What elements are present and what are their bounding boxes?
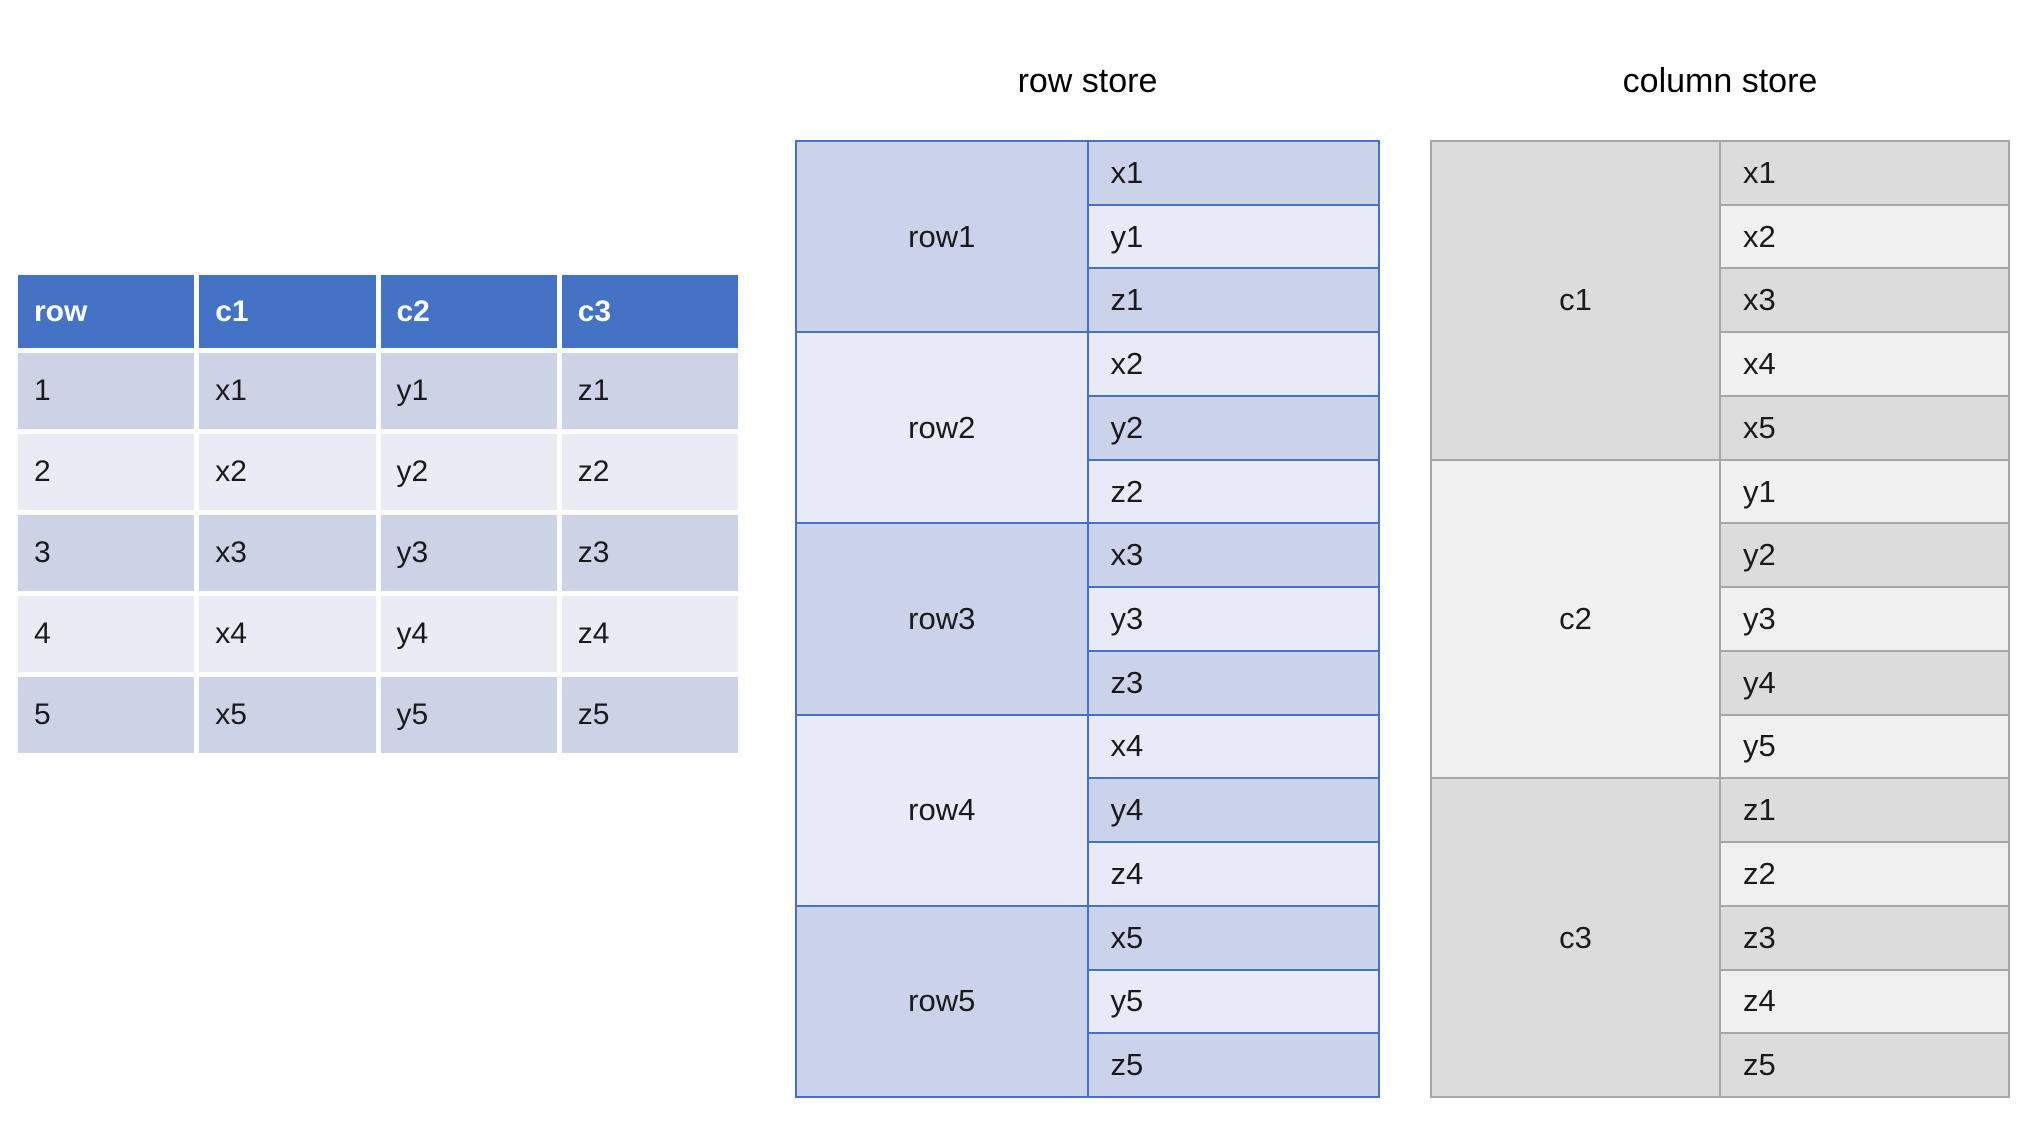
- value-cell: y5: [1721, 715, 2008, 778]
- row-store-title: row store: [1017, 62, 1158, 100]
- value-cell: z1: [1721, 779, 2008, 842]
- table-cell: 5: [18, 677, 195, 753]
- value-cell: y3: [1088, 588, 1378, 650]
- value-cell: y1: [1088, 205, 1378, 268]
- value-cell: y2: [1088, 396, 1378, 459]
- column-store-block: c2 y1 y2 y3 y4 y5: [1432, 460, 2008, 778]
- column-values: z1 z2 z3 z4 z5: [1721, 779, 2008, 1097]
- row-values: x1 y1 z1: [1088, 142, 1378, 332]
- value-cell: x5: [1088, 906, 1378, 969]
- table-cell: z5: [561, 677, 738, 753]
- column-values: y1 y2 y3 y4 y5: [1721, 460, 2008, 778]
- column-store-block: c3 z1 z2 z3 z4 z5: [1432, 779, 2008, 1097]
- value-cell: z2: [1088, 460, 1378, 523]
- column-store-block: c1 x1 x2 x3 x4 x5: [1432, 142, 2008, 459]
- value-cell: x4: [1088, 715, 1378, 778]
- table-cell: y5: [380, 677, 557, 753]
- column-values: x1 x2 x3 x4 x5: [1721, 142, 2008, 459]
- row-values: x3 y3 z3: [1088, 524, 1378, 714]
- row-label-cell: row4: [797, 715, 1087, 905]
- row-store-block: row5 x5 y5 z5: [797, 906, 1378, 1097]
- table-cell: x3: [199, 515, 376, 591]
- row-values: x2 y2 z2: [1088, 333, 1378, 523]
- column-label-cell: c2: [1432, 460, 1719, 778]
- value-cell: z4: [1088, 843, 1378, 905]
- value-cell: z3: [1088, 651, 1378, 714]
- table-cell: 2: [18, 434, 195, 510]
- value-cell: z5: [1088, 1034, 1378, 1097]
- row-label-cell: row5: [797, 906, 1087, 1097]
- row-label-cell: row3: [797, 524, 1087, 714]
- table-cell: y3: [380, 515, 557, 591]
- table-cell: z4: [561, 596, 738, 672]
- row-values: x5 y5 z5: [1088, 906, 1378, 1097]
- value-cell: z3: [1721, 906, 2008, 969]
- column-store-title: column store: [1622, 62, 1818, 100]
- table-cell: x1: [199, 353, 376, 429]
- value-cell: y5: [1088, 970, 1378, 1033]
- value-cell: z5: [1721, 1034, 2008, 1097]
- column-label-cell: c3: [1432, 779, 1719, 1097]
- table-cell: x4: [199, 596, 376, 672]
- table-cell: z1: [561, 353, 738, 429]
- value-cell: y2: [1721, 524, 2008, 587]
- row-values: x4 y4 z4: [1088, 715, 1378, 905]
- source-header-cell: c1: [199, 275, 376, 348]
- row-store-block: row1 x1 y1 z1: [797, 142, 1378, 332]
- value-cell: x3: [1721, 269, 2008, 332]
- table-cell: x5: [199, 677, 376, 753]
- value-cell: y4: [1088, 779, 1378, 842]
- row-store-block: row3 x3 y3 z3: [797, 524, 1378, 714]
- value-cell: z1: [1088, 269, 1378, 332]
- table-cell: y1: [380, 353, 557, 429]
- table-cell: y4: [380, 596, 557, 672]
- value-cell: y4: [1721, 651, 2008, 714]
- value-cell: z2: [1721, 843, 2008, 905]
- value-cell: y3: [1721, 588, 2008, 650]
- column-label-cell: c1: [1432, 142, 1719, 459]
- source-header-cell: row: [18, 275, 195, 348]
- value-cell: y1: [1721, 460, 2008, 523]
- value-cell: x2: [1088, 333, 1378, 395]
- row-label-cell: row2: [797, 333, 1087, 523]
- table-cell: z3: [561, 515, 738, 591]
- table-cell: 1: [18, 353, 195, 429]
- table-cell: z2: [561, 434, 738, 510]
- table-cell: x2: [199, 434, 376, 510]
- value-cell: z4: [1721, 970, 2008, 1033]
- value-cell: x1: [1721, 142, 2008, 204]
- table-cell: 4: [18, 596, 195, 672]
- source-header-cell: c2: [380, 275, 557, 348]
- source-header-cell: c3: [561, 275, 738, 348]
- table-cell: 3: [18, 515, 195, 591]
- source-table: row c1 c2 c3 1 x1 y1 z1 2 x2 y2 z2 3 x3 …: [18, 275, 738, 753]
- table-cell: y2: [380, 434, 557, 510]
- row-store-table: row1 x1 y1 z1 row2 x2 y2 z2 row3 x3 y3 z…: [795, 140, 1380, 1098]
- value-cell: x5: [1721, 396, 2008, 459]
- value-cell: x2: [1721, 205, 2008, 268]
- value-cell: x3: [1088, 524, 1378, 587]
- value-cell: x1: [1088, 142, 1378, 204]
- row-store-block: row2 x2 y2 z2: [797, 333, 1378, 523]
- column-store-table: c1 x1 x2 x3 x4 x5 c2 y1 y2 y3 y4 y5 c3 z…: [1430, 140, 2010, 1098]
- row-label-cell: row1: [797, 142, 1087, 332]
- row-store-block: row4 x4 y4 z4: [797, 715, 1378, 905]
- value-cell: x4: [1721, 333, 2008, 395]
